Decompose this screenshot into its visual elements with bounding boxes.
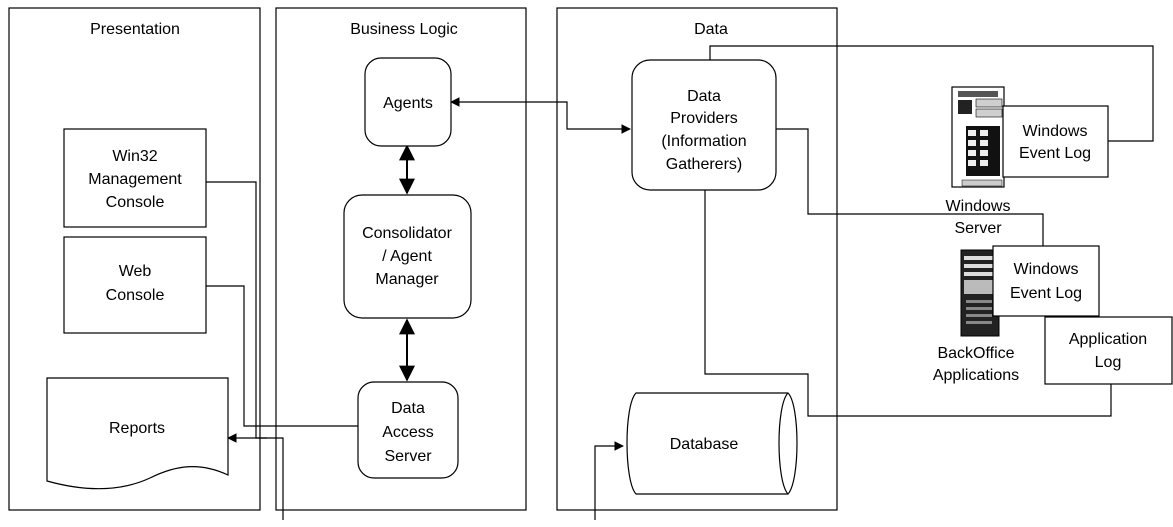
data-access-server-box[interactable]: Data Access Server (357, 381, 459, 479)
backoffice-label-2: Applications (933, 367, 1019, 384)
database-cylinder[interactable]: Database (626, 392, 798, 495)
win32-console-label-1: Win32 (112, 148, 157, 165)
win32-console-label-3: Console (106, 194, 165, 211)
data-providers-box[interactable]: Data Providers (Information Gatherers) (631, 59, 777, 191)
consolidator-label-3: Manager (375, 271, 439, 288)
web-console-box[interactable]: Web Console (63, 236, 207, 334)
application-log-label-2: Log (1095, 354, 1122, 371)
data-access-server-label-2: Access (382, 424, 434, 441)
agents-box[interactable]: Agents (364, 57, 452, 147)
windows-server-event-log-label-2: Event Log (1019, 145, 1091, 162)
database-label: Database (670, 436, 739, 453)
win32-console-label-2: Management (88, 171, 182, 188)
data-providers-label-1: Data (687, 88, 721, 105)
web-console-label-2: Console (106, 287, 165, 304)
reports-document[interactable]: Reports (46, 377, 229, 490)
windows-server-icon (951, 86, 1005, 188)
consolidator-label-2: / Agent (382, 248, 432, 265)
reports-label: Reports (109, 420, 165, 437)
application-log-label-1: Application (1069, 331, 1147, 348)
web-console-label-1: Web (119, 263, 152, 280)
presentation-panel: Presentation (8, 7, 261, 511)
data-panel: Data (556, 7, 838, 511)
data-panel-title: Data (694, 21, 728, 38)
backoffice-event-log-label-1: Windows (1014, 261, 1079, 278)
data-access-server-label-1: Data (391, 400, 425, 417)
business-logic-panel: Business Logic (275, 7, 527, 511)
presentation-panel-title: Presentation (90, 21, 180, 38)
backoffice-event-log-label-2: Event Log (1010, 285, 1082, 302)
agents-providers-arrow (450, 97, 631, 134)
windows-server-event-log-label-1: Windows (1023, 123, 1088, 140)
consolidator-agent-manager-box[interactable]: Consolidator / Agent Manager (343, 194, 472, 319)
windows-server-event-log-box[interactable]: Windows Event Log (1002, 105, 1109, 178)
providers-applog-line (704, 190, 1112, 417)
data-providers-label-4: Gatherers) (666, 156, 742, 173)
win32-management-console-box[interactable]: Win32 Management Console (63, 128, 207, 228)
backoffice-event-log-box[interactable]: Windows Event Log (992, 245, 1100, 317)
agents-label: Agents (383, 95, 433, 112)
providers-windows-server-line (709, 45, 1154, 142)
business-logic-panel-title: Business Logic (350, 21, 458, 38)
data-providers-label-3: (Information (661, 133, 746, 150)
data-access-server-label-3: Server (384, 448, 432, 465)
data-providers-label-2: Providers (670, 110, 738, 127)
database-input-arrow (594, 441, 624, 520)
web-console-to-reports-line (206, 285, 358, 427)
providers-backoffice-eventlog-line (776, 128, 1044, 246)
windows-server-label-2: Server (954, 220, 1002, 237)
reports-input-arrow (227, 433, 284, 520)
backoffice-label-1: BackOffice (937, 345, 1014, 362)
windows-server-label-1: Windows (946, 198, 1011, 215)
application-log-box[interactable]: Application Log (1044, 316, 1173, 385)
consolidator-label-1: Consolidator (362, 225, 453, 242)
